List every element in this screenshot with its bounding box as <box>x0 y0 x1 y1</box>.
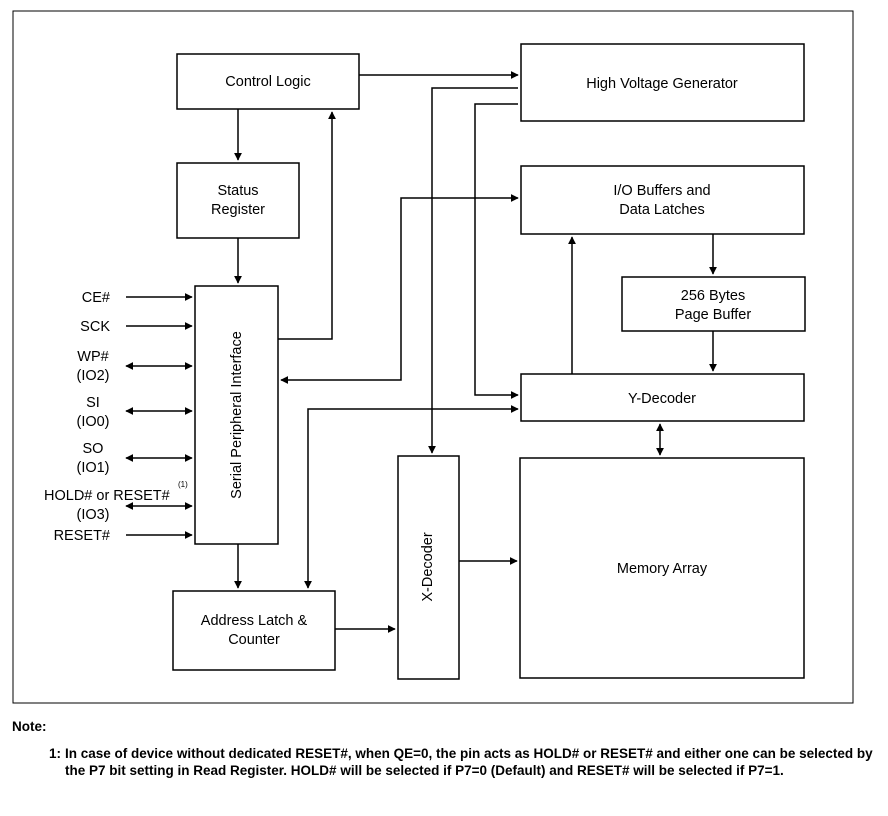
status-register-label-line2: Register <box>211 202 265 218</box>
spi-io-buffers-arrow <box>280 194 519 384</box>
address-latch-label-line2: Counter <box>228 632 280 648</box>
io-buffers-block: I/O Buffers and Data Latches <box>520 165 805 235</box>
control-logic-label: Control Logic <box>225 74 310 90</box>
memory-array-block: Memory Array <box>519 457 805 679</box>
high-voltage-generator-label: High Voltage Generator <box>586 76 738 92</box>
pin-si-label: SI <box>86 395 100 411</box>
hvg-to-ydecoder-arrow <box>474 103 519 399</box>
pin-ce-label: CE# <box>82 290 110 306</box>
pin-wp-io-label: (IO2) <box>76 368 109 384</box>
pin-sck-label: SCK <box>80 319 110 335</box>
pin-so-label: SO <box>83 441 104 457</box>
io-buffers-label-line1: I/O Buffers and <box>613 183 710 199</box>
note-text: In case of device without dedicated RESE… <box>65 746 873 778</box>
address-latch-block: Address Latch & Counter <box>172 590 336 671</box>
diagram-frame <box>12 10 854 704</box>
pin-hold-footnote-ref: (1) <box>178 480 188 489</box>
connections <box>125 71 717 633</box>
status-register-label-line1: Status <box>217 183 258 199</box>
page-buffer-label-line2: Page Buffer <box>675 307 751 323</box>
page-buffer-block: 256 Bytes Page Buffer <box>621 276 806 332</box>
memory-array-label: Memory Array <box>617 561 708 577</box>
pin-reset-label: RESET# <box>54 528 110 544</box>
note-section: Note: 1: In case of device without dedic… <box>12 718 878 779</box>
y-decoder-label: Y-Decoder <box>628 391 696 407</box>
pin-so-io-label: (IO1) <box>76 460 109 476</box>
address-ydecoder-arrow <box>304 405 519 589</box>
control-logic-block: Control Logic <box>176 53 360 110</box>
note-body: 1: In case of device without dedicated R… <box>12 745 878 779</box>
x-decoder-block: X-Decoder <box>397 455 460 680</box>
note-number: 1: <box>49 746 62 761</box>
block-diagram: Control Logic High Voltage Generator Sta… <box>12 10 854 704</box>
note-title: Note: <box>12 719 47 734</box>
x-decoder-label: X-Decoder <box>420 532 436 601</box>
pin-si-io-label: (IO0) <box>76 414 109 430</box>
high-voltage-generator-block: High Voltage Generator <box>520 43 805 122</box>
pin-hold-io-label: (IO3) <box>76 507 109 523</box>
pin-hold-label: HOLD# or RESET# <box>44 488 170 504</box>
spi-label: Serial Peripheral Interface <box>229 331 245 499</box>
io-buffers-label-line2: Data Latches <box>619 202 704 218</box>
spi-block: Serial Peripheral Interface <box>194 285 279 545</box>
hvg-to-xdecoder-arrow <box>428 87 518 454</box>
page-buffer-label-line1: 256 Bytes <box>681 288 746 304</box>
status-register-block: Status Register <box>176 162 300 239</box>
pin-labels: CE# SCK WP# (IO2) SI (IO0) SO (IO1) HOLD… <box>44 290 188 544</box>
pin-wp-label: WP# <box>77 349 108 365</box>
y-decoder-block: Y-Decoder <box>520 373 805 422</box>
address-latch-label-line1: Address Latch & <box>201 613 308 629</box>
